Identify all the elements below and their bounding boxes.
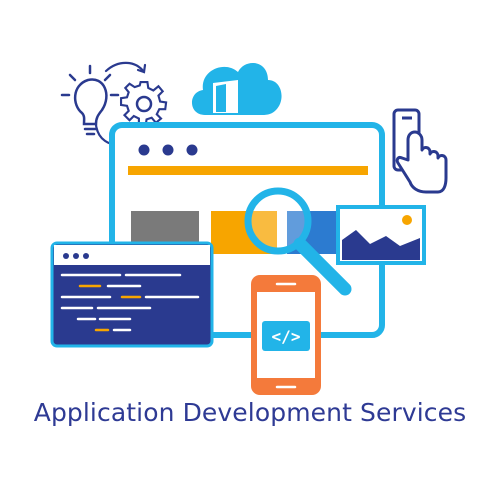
magnifier-icon (244, 187, 352, 296)
smartphone-icon: </> (251, 275, 321, 395)
code-editor-icon (50, 241, 214, 348)
code-tag-label: </> (272, 327, 301, 346)
page-title: Application Development Services (33, 398, 467, 427)
cloud-upload-icon (191, 62, 282, 115)
lightbulb-icon (60, 64, 120, 136)
touch-hand-icon (392, 108, 448, 194)
gear-icon (119, 80, 168, 127)
image-card-icon (336, 205, 426, 265)
